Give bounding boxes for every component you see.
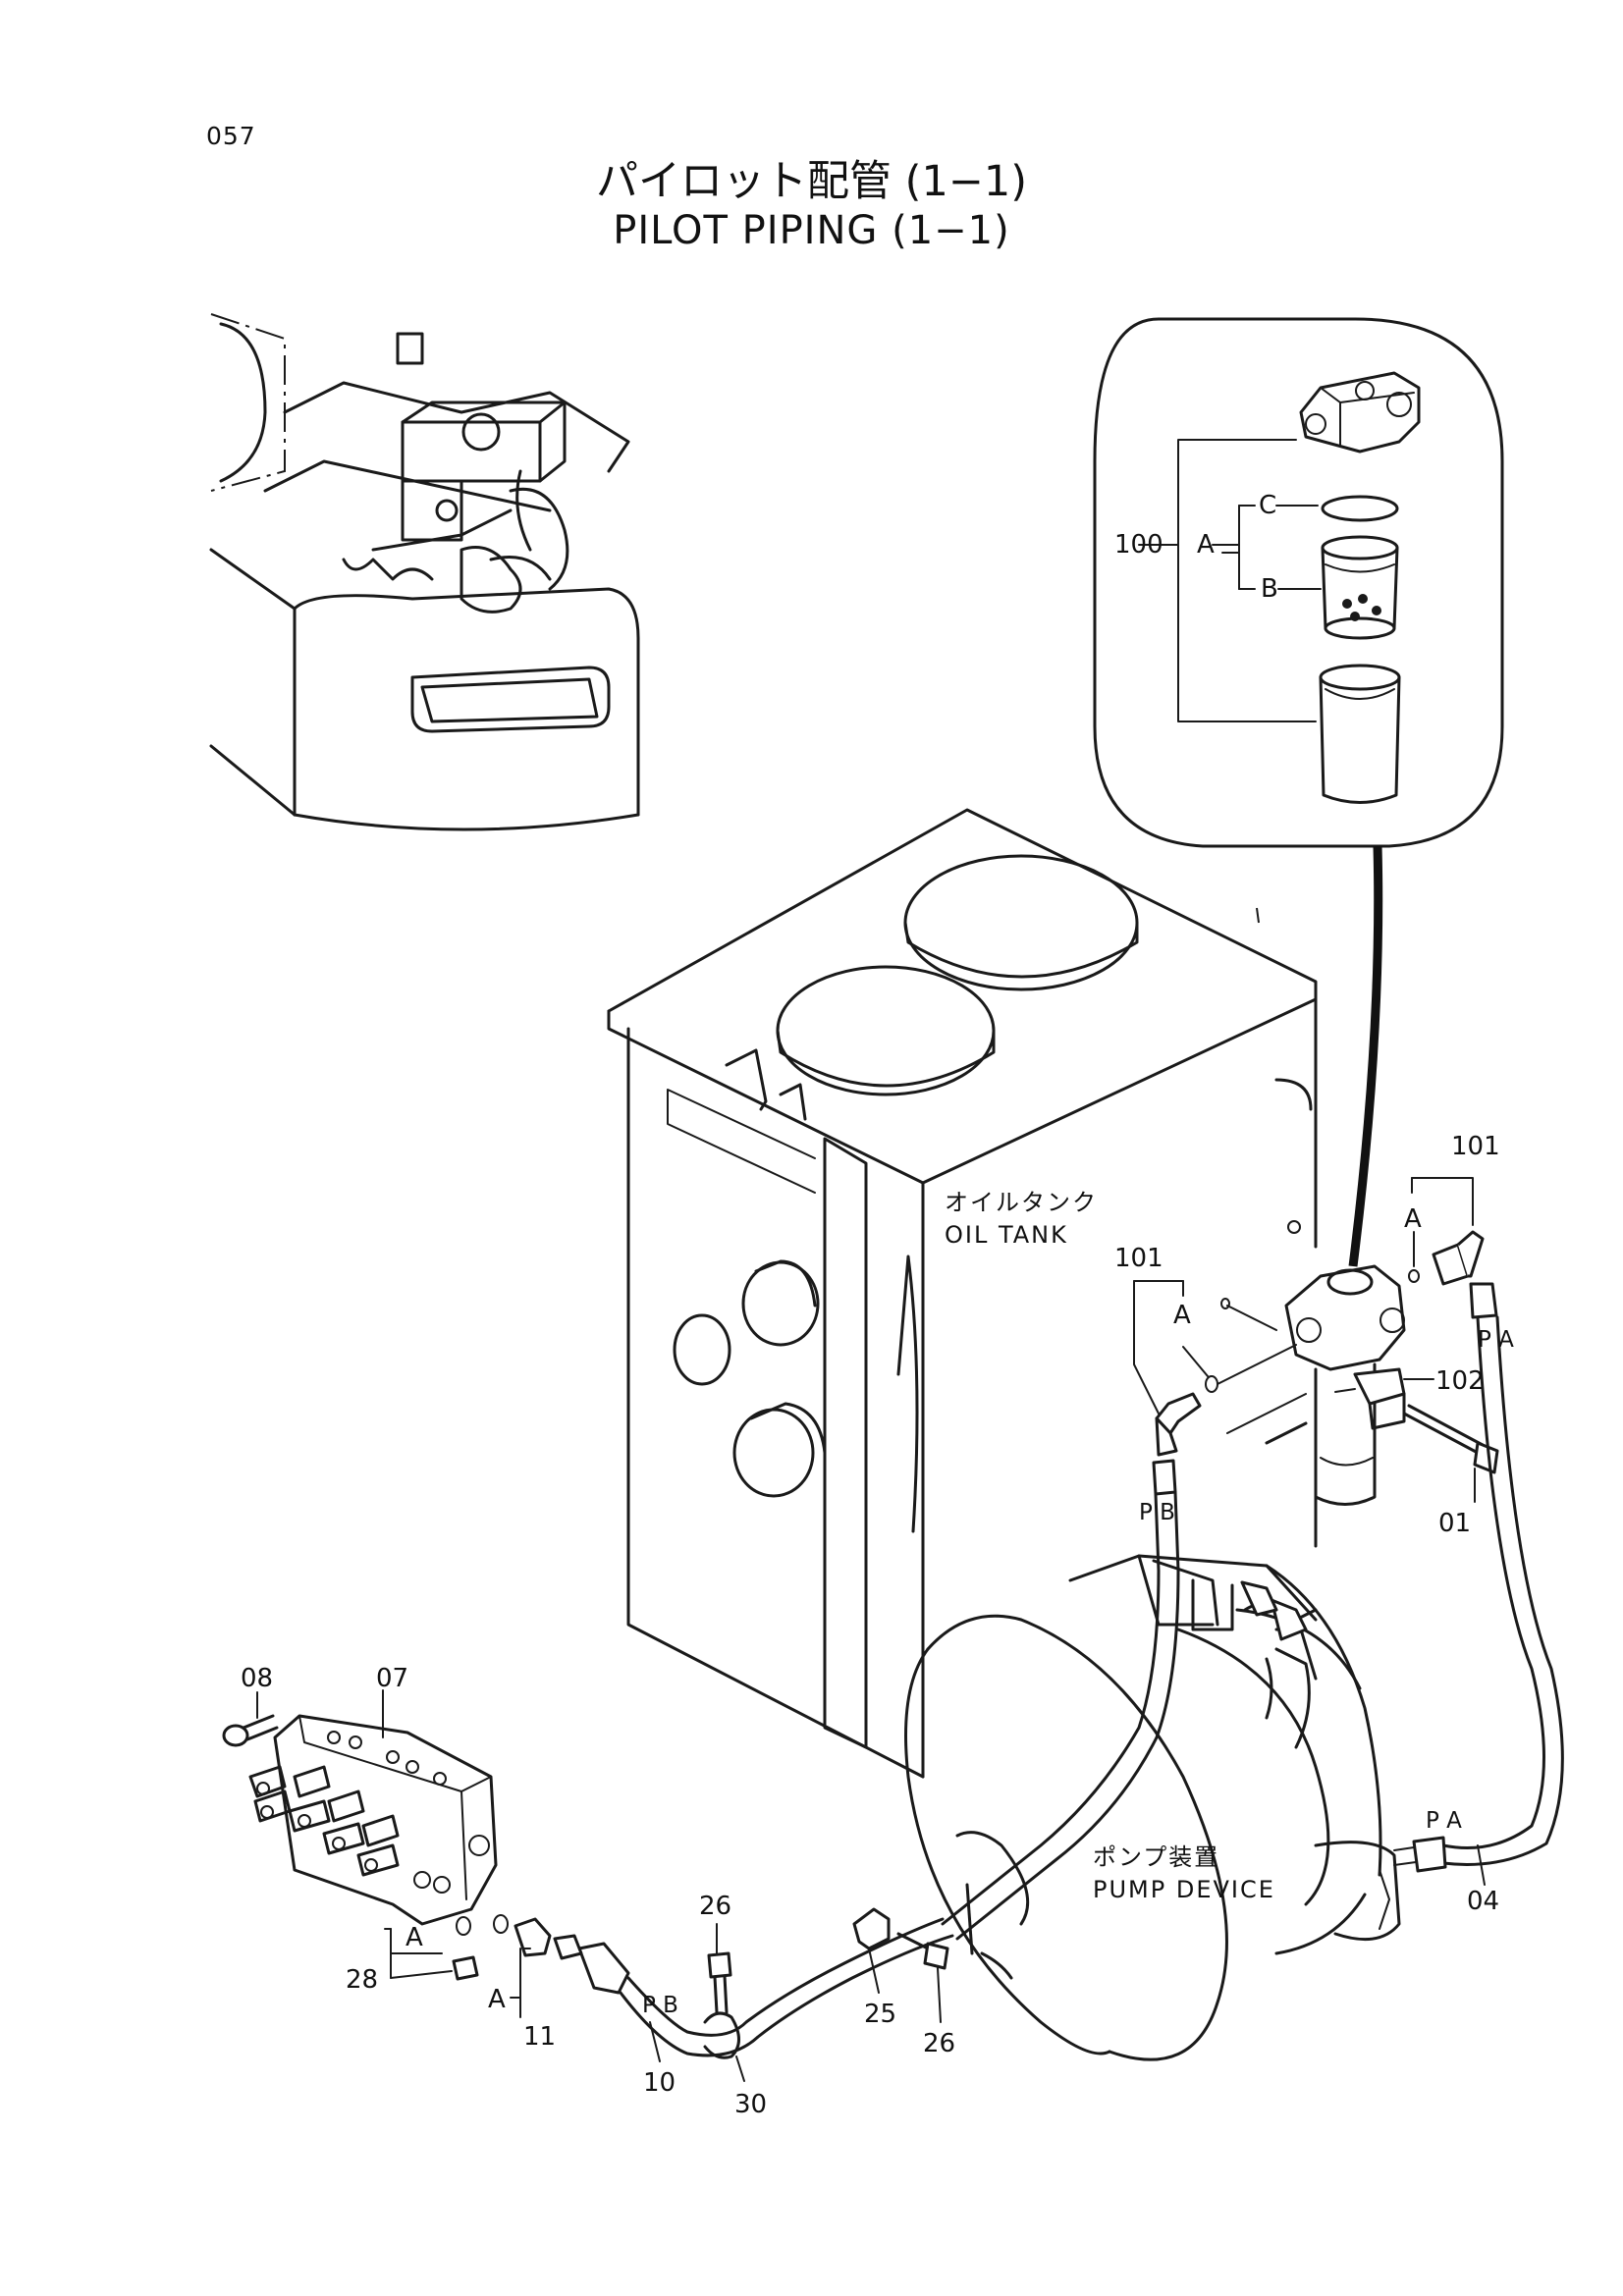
pilot-hose-pb-icon xyxy=(941,1459,1180,1941)
pump-device-illustration xyxy=(904,1554,1401,2061)
plug-icon xyxy=(452,1955,479,1981)
bolt-icon xyxy=(222,1714,279,1747)
adapter-fitting-icon xyxy=(514,1917,552,1957)
o-ring-icon xyxy=(493,1914,509,1934)
pilot-filter-assembly-icon xyxy=(1284,1264,1406,1506)
part-label-07: 07 xyxy=(376,1664,408,1693)
pump-device-label-jp: ポンプ装置 xyxy=(1093,1843,1219,1871)
port-mark-pb-bottom: P B xyxy=(642,1993,678,2018)
oil-tank-label-en: OIL TANK xyxy=(945,1221,1068,1249)
filter-case-icon xyxy=(1319,664,1401,804)
port-mark-pa-top: P A xyxy=(1478,1327,1514,1353)
title-japanese: パイロット配管 (1−1) xyxy=(596,157,1027,206)
filter-detail-callout xyxy=(1093,317,1504,848)
filter-head-icon xyxy=(1299,371,1421,454)
elbow-fitting-icon xyxy=(1432,1230,1485,1286)
part-label-b-detail: B xyxy=(1261,574,1278,604)
leader-lines xyxy=(256,1177,1486,2082)
part-label-a-11: A xyxy=(488,1985,506,2014)
bracket-icon xyxy=(852,1907,891,1950)
page-number: 057 xyxy=(206,122,256,150)
part-label-01: 01 xyxy=(1438,1509,1471,1538)
port-mark-pa-pump: P A xyxy=(1426,1808,1462,1834)
pilot-hose-pa-icon xyxy=(1393,1282,1564,1873)
bolt-icon xyxy=(707,1951,732,2014)
part-label-11: 11 xyxy=(523,2022,556,2052)
part-label-a-101-left: A xyxy=(1173,1301,1191,1330)
o-ring-icon xyxy=(1220,1298,1230,1309)
o-ring-icon xyxy=(1205,1375,1218,1393)
oil-tank-illustration xyxy=(607,808,1318,1779)
elbow-fitting-icon xyxy=(1155,1392,1202,1457)
part-label-102: 102 xyxy=(1435,1366,1485,1396)
bolt-icon xyxy=(896,1932,949,1970)
pilot-valve-block-icon xyxy=(248,1714,498,1926)
part-label-30: 30 xyxy=(734,2090,767,2119)
part-label-10: 10 xyxy=(643,2068,676,2098)
part-label-101-right: 101 xyxy=(1451,1132,1500,1161)
part-label-100: 100 xyxy=(1114,530,1163,560)
part-label-a-28: A xyxy=(406,1923,423,1952)
tank-port-icon xyxy=(673,1259,827,1498)
part-label-28: 28 xyxy=(346,1965,378,1995)
part-label-26-top: 26 xyxy=(699,1892,731,1921)
part-label-101-left: 101 xyxy=(1114,1244,1163,1273)
part-label-08: 08 xyxy=(241,1664,273,1693)
bolt-icon xyxy=(1402,1404,1499,1474)
part-label-04: 04 xyxy=(1467,1887,1499,1916)
part-label-25: 25 xyxy=(864,2000,896,2029)
part-label-a-101-right: A xyxy=(1404,1204,1422,1234)
filter-element-icon xyxy=(1321,535,1399,640)
detail-leader-line xyxy=(1348,845,1383,1267)
part-label-a-detail: A xyxy=(1197,530,1215,560)
title-english: PILOT PIPING (1−1) xyxy=(613,208,1010,253)
part-label-c-detail: C xyxy=(1259,491,1276,520)
machine-overview-illustration xyxy=(209,313,640,831)
pilot-hose-lower-icon xyxy=(553,1917,954,2057)
part-label-26-bottom: 26 xyxy=(923,2029,955,2058)
o-ring-icon xyxy=(1321,495,1399,522)
pump-port-fitting-icon xyxy=(1240,1580,1308,1641)
o-ring-icon xyxy=(1408,1269,1420,1283)
oil-tank-label-jp: オイルタンク xyxy=(945,1189,1098,1216)
port-mark-pb-top: P B xyxy=(1139,1500,1175,1525)
pump-device-label-en: PUMP DEVICE xyxy=(1093,1876,1275,1903)
o-ring-icon xyxy=(456,1916,471,1936)
